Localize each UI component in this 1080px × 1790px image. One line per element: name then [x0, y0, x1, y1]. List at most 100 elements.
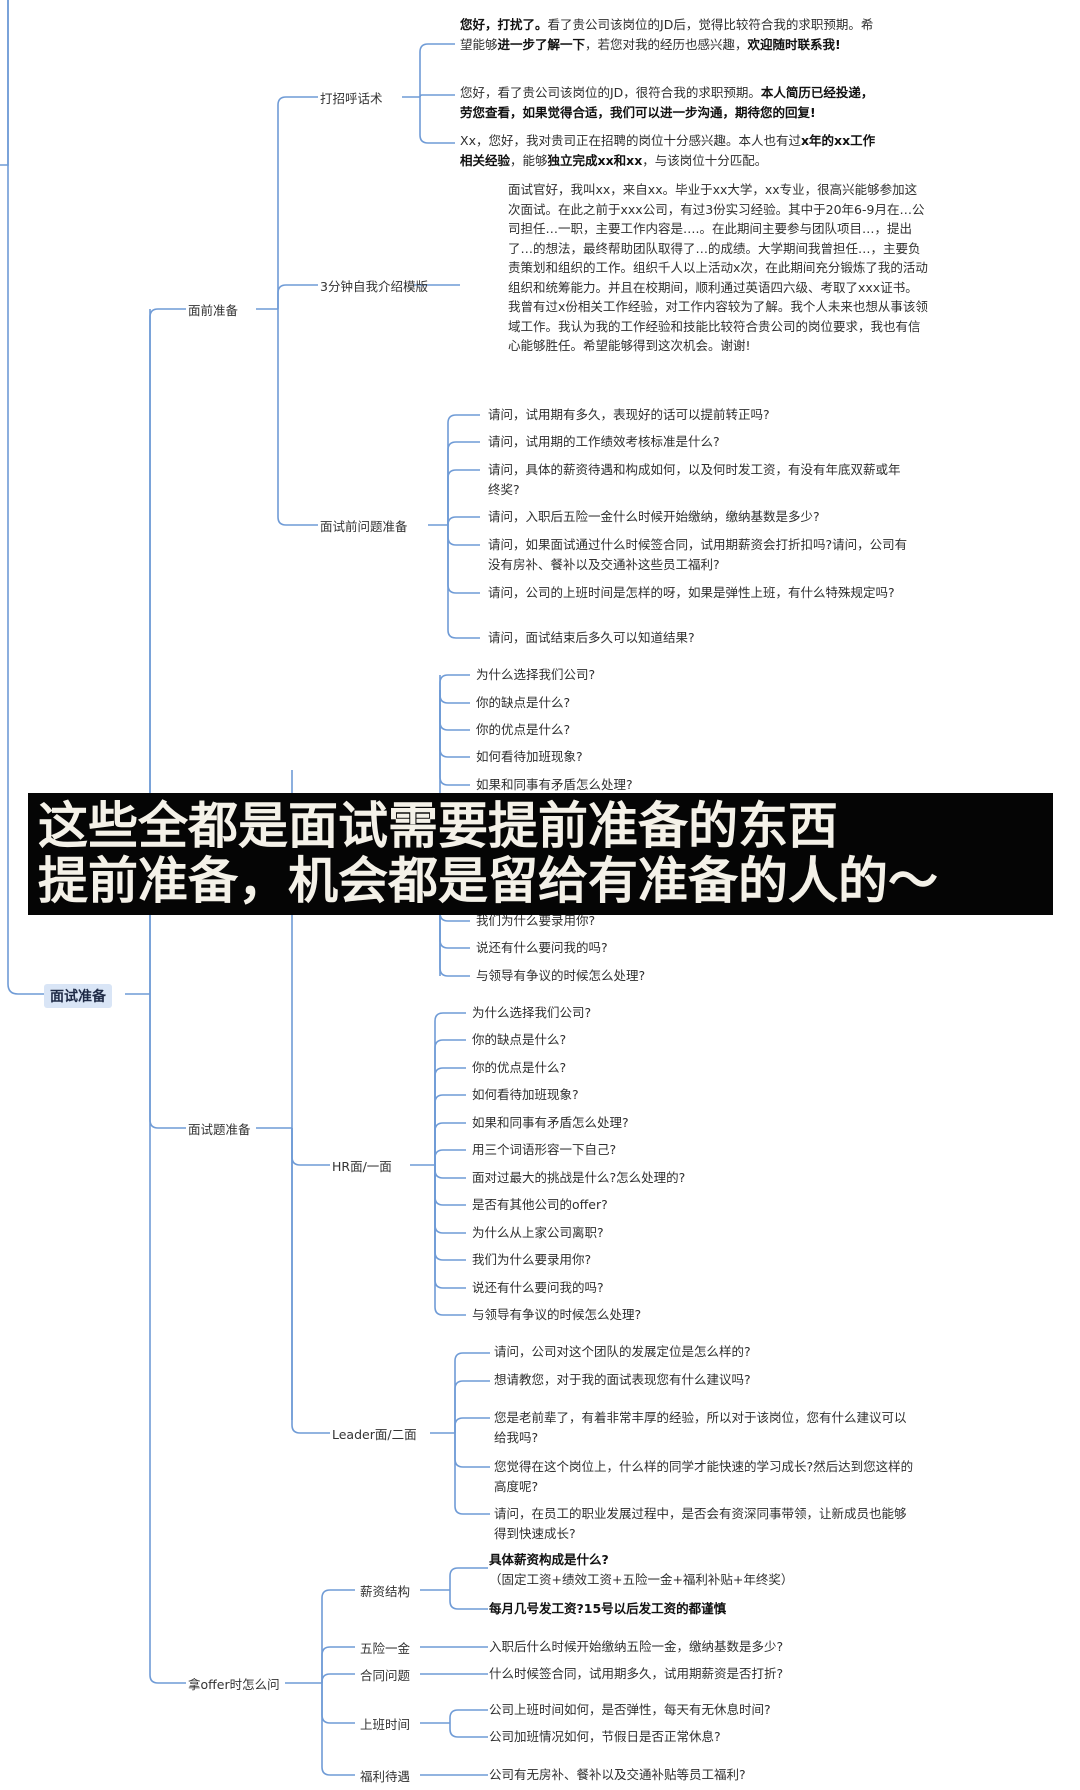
item-connector — [447, 525, 480, 639]
item-connector — [449, 1723, 488, 1738]
item-connector — [439, 690, 470, 758]
item-connector — [434, 1165, 466, 1289]
text-segment: 具体薪资构成是什么? — [489, 1552, 609, 1567]
question-item: 如果和同事有矛盾怎么处理? — [476, 777, 633, 792]
branch-connector — [149, 994, 186, 1129]
item-connector — [419, 43, 455, 97]
text-segment: 欢迎随时联系我! — [747, 36, 841, 52]
question-item: 与领导有争议的时候怎么处理? — [476, 968, 646, 983]
question-item: 请问，公司的上班时间是怎样的呀，如果是弹性上班，有什么特殊规定吗? — [488, 585, 895, 600]
item-connector — [434, 1094, 466, 1165]
item-connector — [449, 1567, 488, 1590]
question-item: 你的优点是什么? — [476, 722, 571, 737]
offer-item: 什么时候签合同，试用期多久，试用期薪资是否打折? — [489, 1666, 784, 1681]
question-item: 请问，公司对这个团队的发展定位是怎么样的? — [494, 1344, 751, 1359]
item-connector — [434, 1165, 466, 1261]
question-item: 面对过最大的挑战是什么?怎么处理的? — [472, 1170, 686, 1185]
question-item: 我们为什么要录用你? — [472, 1252, 592, 1267]
item-connector — [434, 1165, 466, 1206]
item-connector — [454, 1417, 490, 1433]
item-connector — [439, 690, 470, 704]
text-segment: x年的xx工作相关经验 — [460, 133, 876, 168]
text-segment: ，若您对我的经历也感兴趣， — [585, 36, 748, 52]
question-item: 说还有什么要问我的吗? — [476, 940, 608, 955]
greeting-item: Xx，您好，我对贵司正在招聘的岗位十分感兴趣。本人也有过x年的xx工作相关经验，… — [460, 131, 880, 170]
offer-item: 入职后什么时候开始缴纳五险一金，缴纳基数是多少? — [489, 1639, 784, 1654]
offer-subbranch-label[interactable]: 上班时间 — [360, 1717, 411, 1732]
text-segment: Xx，您好，我对贵司正在招聘的岗位十分感兴趣。本人也有过 — [460, 133, 801, 148]
subbranch-connector — [277, 96, 318, 309]
question-item: 如何看待加班现象? — [476, 749, 583, 764]
subbranch-connector — [321, 1683, 355, 1776]
text-segment: 独立完成xx和xx — [547, 152, 643, 168]
subbranch-connector — [321, 1589, 355, 1683]
subbranch-label[interactable]: Leader面/二面 — [332, 1427, 417, 1442]
subbranch-label[interactable]: 打招呼话术 — [320, 91, 383, 106]
branch-label[interactable]: 面试题准备 — [188, 1122, 251, 1137]
subbranch-connector — [277, 309, 318, 526]
item-connector — [447, 516, 480, 526]
item-connector — [454, 1433, 490, 1515]
greeting-item: 您好，看了贵公司该岗位的JD，很符合我的求职预期。本人简历已经投递，劳您查看，如… — [460, 83, 880, 122]
question-item: 请问，具体的薪资待遇和构成如何，以及何时发工资，有没有年底双薪或年终奖? — [488, 462, 901, 497]
root-node[interactable]: 面试准备 — [44, 984, 112, 1008]
item-connector — [439, 690, 470, 731]
offer-subbranch-label[interactable]: 合同问题 — [360, 1668, 411, 1683]
branch-label[interactable]: 拿offer时怎么问 — [188, 1677, 280, 1692]
subbranch-connector — [321, 1683, 355, 1724]
question-item: 如果和同事有矛盾怎么处理? — [472, 1115, 629, 1130]
branch-label[interactable]: 面前准备 — [188, 303, 239, 318]
root-left-connector — [7, 0, 44, 995]
item-connector — [419, 97, 455, 144]
item-connector — [454, 1433, 490, 1468]
text-segment: 看了贵公司该岗位的JD后，觉得比较符合我的求职预期。希望能够 — [460, 17, 874, 52]
item-connector — [447, 441, 480, 525]
salary-item: 具体薪资构成是什么? （固定工资+绩效工资+五险一金+福利补贴+年终奖） — [489, 1550, 909, 1589]
text-segment: 每月几号发工资?15号以后发工资的都谨慎 — [489, 1601, 727, 1616]
offer-subbranch-label[interactable]: 薪资结构 — [360, 1584, 411, 1599]
offer-subbranch-label[interactable]: 五险一金 — [360, 1641, 411, 1656]
text-segment: ，与该岗位十分匹配。 — [642, 152, 768, 168]
question-item: 你的优点是什么? — [472, 1060, 567, 1075]
text-segment: 本人简历已经投递，劳您查看，如果觉得合适，我们可以进一步沟通，期待您的回复! — [460, 85, 874, 120]
item-connector — [434, 1165, 466, 1179]
item-connector — [434, 1067, 466, 1165]
item-connector — [419, 94, 455, 98]
item-connector — [447, 414, 480, 525]
self-intro-text: 面试官好，我叫xx，来自xx。毕业于xx大学，xx专业，很高兴能够参加这次面试。… — [508, 182, 928, 353]
question-item: 请问，入职后五险一金什么时候开始缴纳，缴纳基数是多少? — [488, 509, 820, 524]
question-item: 你的缺点是什么? — [476, 695, 571, 710]
subbranch-label[interactable]: HR面/一面 — [332, 1159, 392, 1174]
greeting-item: 您好，打扰了。看了贵公司该岗位的JD后，觉得比较符合我的求职预期。希望能够进一步… — [460, 15, 880, 54]
item-connector — [439, 674, 470, 690]
item-connector — [434, 1012, 466, 1165]
offer-subbranch-label[interactable]: 福利待遇 — [360, 1769, 411, 1784]
subbranch-connector — [291, 1128, 330, 1434]
subbranch-connector — [321, 1673, 355, 1683]
item-connector — [439, 900, 470, 977]
text-segment: ，能够 — [510, 152, 548, 168]
text-segment: 进一步了解一下 — [497, 36, 586, 52]
subbranch-connector — [277, 284, 318, 309]
question-item: 请问，试用期有多久，表现好的话可以提前转正吗? — [488, 407, 770, 422]
question-item: 是否有其他公司的offer? — [472, 1197, 608, 1212]
caption-banner: 这些全都是面试需要提前准备的东西 提前准备，机会都是留给有准备的人的～ — [28, 793, 1053, 915]
branch-connector — [149, 994, 186, 1684]
question-item: 请问，试用期的工作绩效考核标准是什么? — [488, 434, 720, 449]
item-connector — [449, 1709, 488, 1723]
item-connector — [439, 690, 470, 786]
subbranch-label[interactable]: 面试前问题准备 — [320, 519, 408, 534]
text-segment: （固定工资+绩效工资+五险一金+福利补贴+年终奖） — [489, 1571, 794, 1587]
subbranch-connector — [321, 1646, 355, 1683]
question-item: 说还有什么要问我的吗? — [472, 1280, 604, 1295]
item-connector — [434, 1165, 466, 1316]
root-top-connector — [0, 0, 9, 166]
question-item: 您是老前辈了，有着非常丰厚的经验，所以对于该岗位，您有什么建议可以给我吗? — [494, 1410, 907, 1445]
question-item: 为什么从上家公司离职? — [472, 1225, 604, 1240]
item-connector — [454, 1352, 490, 1433]
item-connector — [454, 1380, 490, 1433]
subbranch-label[interactable]: 3分钟自我介绍模版 — [320, 279, 428, 294]
question-item: 用三个词语形容一下自己? — [472, 1142, 617, 1157]
offer-item: 公司加班情况如何，节假日是否正常休息? — [489, 1729, 721, 1744]
